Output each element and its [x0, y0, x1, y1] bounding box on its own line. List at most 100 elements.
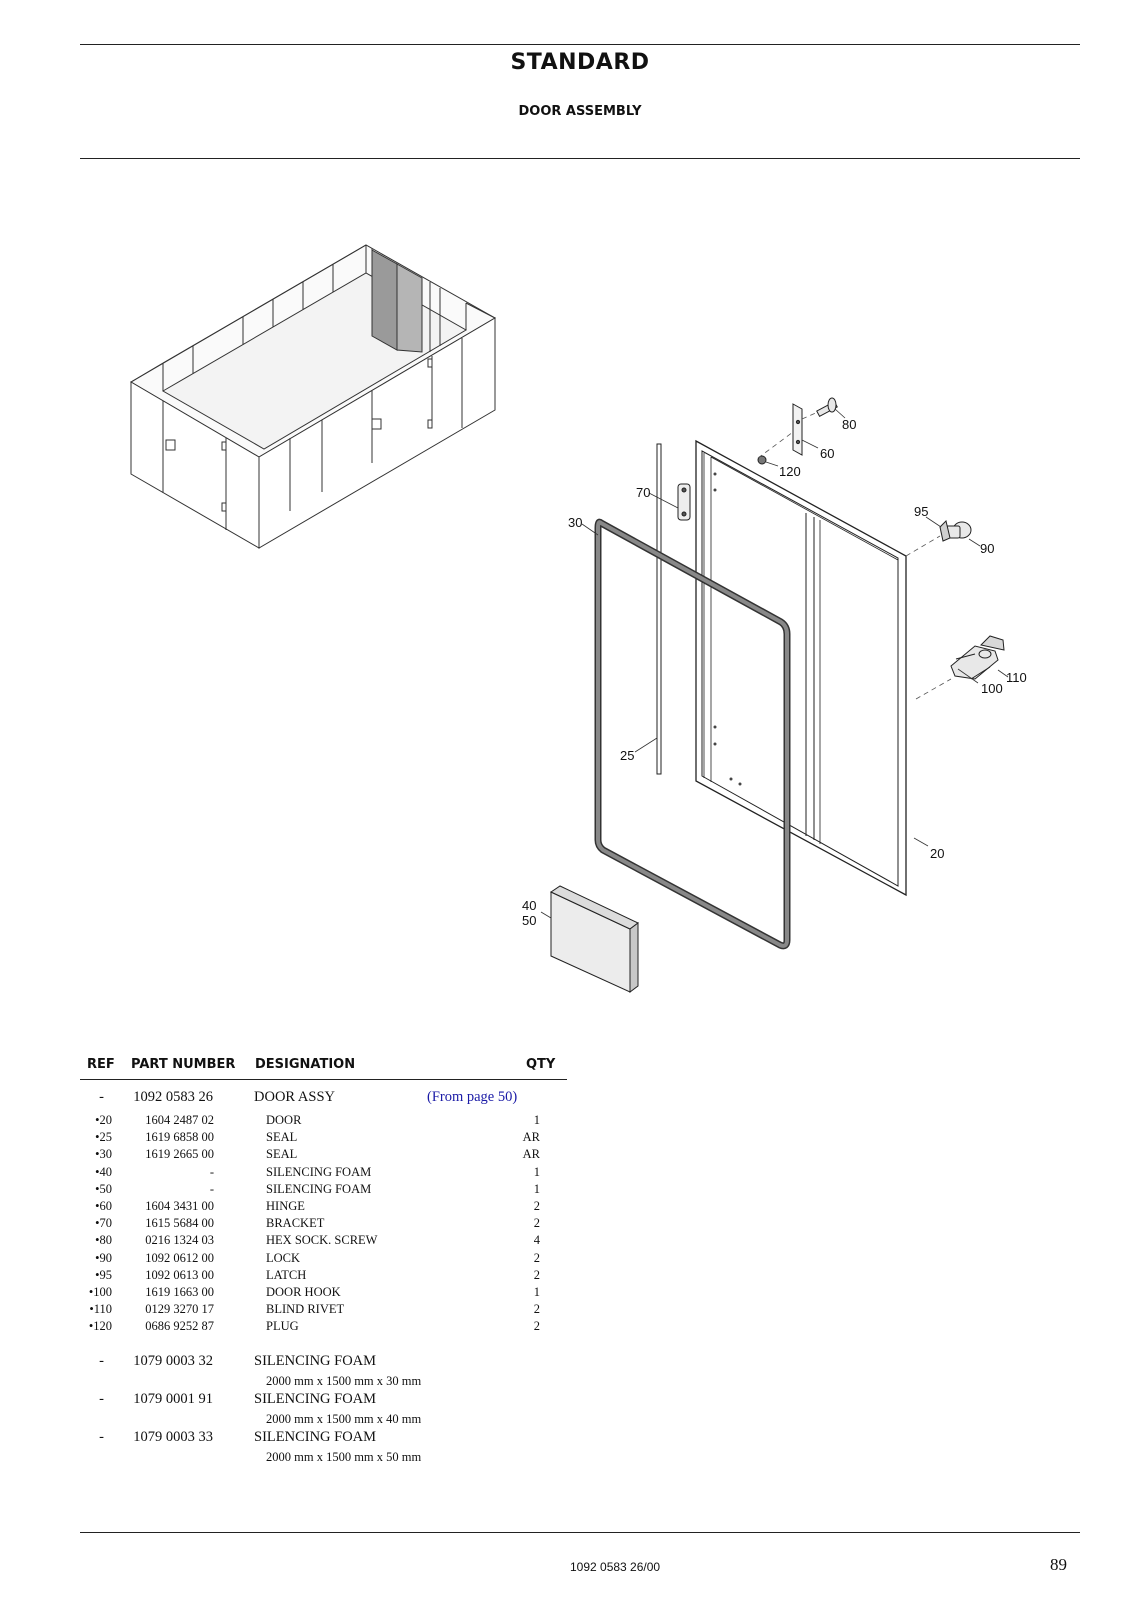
row-designation: SEAL [266, 1147, 298, 1162]
callout-100: 100 [981, 681, 1003, 696]
foam-dimensions: 2000 mm x 1500 mm x 50 mm [266, 1450, 422, 1464]
callout-80: 80 [842, 417, 856, 432]
enclosure-grille [371, 249, 423, 353]
screw-part [816, 397, 838, 418]
row-qty: 2 [533, 1319, 540, 1334]
row-ref: •70 [95, 1216, 112, 1231]
document-code: 1092 0583 26/00 [570, 1560, 661, 1574]
assembly-lines [757, 411, 952, 700]
row-part-number: 1079 0003 33 [133, 1429, 213, 1445]
door-frame [695, 439, 907, 897]
col-header-designation: DESIGNATION [255, 1057, 356, 1072]
callout-20: 20 [930, 846, 944, 861]
row-part-number: 1079 0003 32 [133, 1353, 213, 1369]
row-designation: BLIND RIVET [266, 1302, 345, 1317]
row-ref: •100 [88, 1285, 112, 1299]
row-qty: 2 [533, 1199, 540, 1213]
row-designation: DOOR HOOK [266, 1285, 341, 1299]
row-designation: LOCK [266, 1250, 301, 1265]
footer-rule [80, 1532, 1080, 1533]
row-ref: •90 [95, 1250, 112, 1265]
hinge-part [792, 403, 803, 456]
row-designation: HEX SOCK. SCREW [266, 1233, 378, 1248]
row-ref: •80 [95, 1233, 112, 1248]
seal-loop [594, 518, 791, 950]
row-qty: 2 [533, 1302, 540, 1317]
page-subtitle: DOOR ASSEMBLY [518, 104, 642, 119]
row-qty: 2 [533, 1267, 540, 1282]
row-designation: SILENCING FOAM [266, 1164, 372, 1179]
row-part-number: 0686 9252 87 [145, 1319, 214, 1334]
row-part-number: 1619 6858 00 [145, 1130, 214, 1145]
row-ref: - [99, 1353, 104, 1369]
callout-120: 120 [779, 464, 801, 479]
row-ref: •25 [95, 1130, 112, 1145]
row-qty: AR [522, 1147, 540, 1162]
callout-40: 40 [522, 898, 536, 913]
page-number: 89 [1050, 1555, 1067, 1574]
table-row: •110 0129 3270 17 BLIND RIVET 2 [80, 1302, 580, 1319]
row-designation: DOOR ASSY [254, 1089, 335, 1105]
row-designation: SILENCING FOAM [254, 1391, 377, 1407]
row-qty: 1 [533, 1164, 540, 1179]
row-ref: •30 [95, 1147, 112, 1162]
row-ref: •95 [95, 1267, 112, 1282]
row-part-number: 0216 1324 03 [145, 1233, 214, 1248]
row-part-number: 1619 2665 00 [145, 1147, 214, 1162]
row-designation: BRACKET [266, 1216, 325, 1231]
row-designation: SILENCING FOAM [254, 1353, 377, 1369]
page-title: STANDARD [510, 50, 650, 75]
row-designation: LATCH [266, 1267, 307, 1282]
row-qty: 1 [533, 1113, 540, 1127]
table-row-foam-dimensions: 2000 mm x 1500 mm x 30 mm [80, 1374, 580, 1391]
row-part-number: 1615 5684 00 [145, 1216, 214, 1231]
col-header-qty: QTY [526, 1057, 556, 1072]
row-qty: 4 [533, 1233, 540, 1248]
callout-110: 110 [1006, 670, 1027, 685]
row-part-number: 0129 3270 17 [145, 1302, 214, 1317]
row-qty: 1 [533, 1181, 540, 1196]
row-part-number: - [209, 1181, 214, 1196]
callout-30: 30 [568, 515, 582, 530]
row-ref: •50 [95, 1181, 112, 1196]
plug-part [757, 455, 767, 465]
row-qty: 2 [533, 1216, 540, 1231]
table-row-main-assy: - 1092 0583 26 DOOR ASSY (From page 50) [80, 1089, 580, 1111]
foam-dimensions: 2000 mm x 1500 mm x 30 mm [266, 1374, 422, 1388]
lock-part [939, 520, 972, 542]
callout-25: 25 [620, 748, 634, 763]
callout-60: 60 [820, 446, 834, 461]
door-hook-part [950, 635, 1005, 680]
col-header-part-number: PART NUMBER [131, 1057, 236, 1072]
header-bottom-rule [80, 158, 1080, 159]
row-part-number: 1092 0612 00 [145, 1250, 214, 1265]
exploded-door-illustration: 80 60 120 70 30 95 90 110 100 25 20 40 5… [130, 244, 1027, 993]
table-row: •30 1619 2665 00 SEAL AR [80, 1147, 580, 1164]
callout-70: 70 [636, 485, 650, 500]
leader-lines [540, 408, 1009, 919]
row-ref: •40 [95, 1164, 112, 1179]
table-header-rule [80, 1079, 567, 1080]
row-part-number: 1079 0001 91 [133, 1391, 213, 1407]
row-part-number: 1092 0583 26 [133, 1089, 213, 1105]
row-qty: AR [522, 1130, 540, 1145]
table-row: •80 0216 1324 03 HEX SOCK. SCREW 4 [80, 1233, 580, 1250]
table-row-foam-dimensions: 2000 mm x 1500 mm x 40 mm [80, 1412, 580, 1429]
callout-90: 90 [980, 541, 994, 556]
row-qty: 1 [533, 1285, 540, 1299]
col-header-ref: REF [87, 1057, 115, 1072]
bracket-part [677, 483, 691, 521]
table-row: •50 - SILENCING FOAM 1 [80, 1182, 580, 1199]
row-ref: •110 [89, 1302, 112, 1317]
row-part-number: 1604 3431 00 [145, 1199, 214, 1213]
row-designation: SILENCING FOAM [266, 1181, 372, 1196]
